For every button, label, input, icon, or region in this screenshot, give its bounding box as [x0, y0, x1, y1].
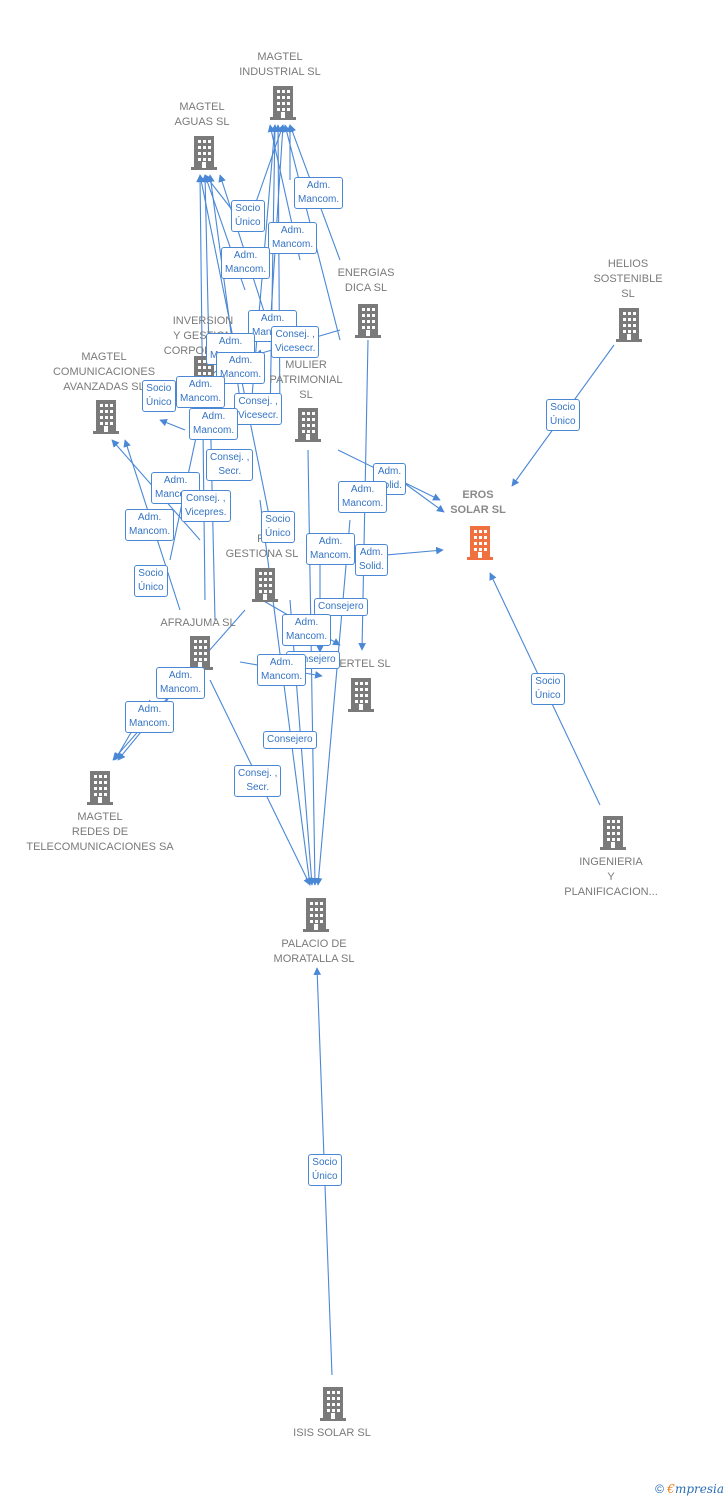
footer-credit: © €mpresia	[655, 1482, 724, 1496]
relationship-label: Adm. Mancom.	[156, 667, 206, 699]
relationship-label: Adm. Mancom.	[338, 481, 388, 513]
relationship-label: Socio Único	[142, 380, 176, 412]
building-icon[interactable]	[465, 524, 495, 560]
company-name[interactable]: HELIOS SOSTENIBLE SL	[593, 258, 663, 300]
relationship-label: Consejero	[263, 731, 317, 749]
company-name[interactable]: MAGTEL INDUSTRIAL SL	[239, 51, 321, 78]
company-name[interactable]: EROS SOLAR SL	[450, 489, 506, 516]
edge-line	[259, 499, 313, 886]
company-name[interactable]: ERTEL SL	[339, 658, 391, 670]
relationship-label: Socio Único	[531, 673, 565, 705]
relationship-label: Socio Único	[308, 1154, 342, 1186]
relationship-label: Adm. Mancom.	[216, 352, 266, 384]
relationship-label: Socio Único	[231, 200, 265, 232]
relationship-label: Adm. Mancom.	[221, 247, 271, 279]
relationship-label: Adm. Mancom.	[125, 701, 175, 733]
relationship-label: Adm. Mancom.	[189, 408, 239, 440]
relationship-label: Adm. Mancom.	[268, 222, 318, 254]
brand-logo[interactable]: €mpresia	[667, 1482, 724, 1496]
building-icon[interactable]	[91, 398, 121, 434]
relationship-label: Socio Único	[134, 565, 168, 597]
relationship-label: Consejero	[314, 598, 368, 616]
building-icon[interactable]	[353, 302, 383, 338]
relationship-label: Adm. Solid.	[355, 544, 389, 576]
relationship-label: Consej. , Secr.	[234, 765, 282, 797]
company-name[interactable]: INGENIERIA Y PLANIFICACION...	[564, 856, 658, 898]
company-name[interactable]: PALACIO DE MORATALLA SL	[273, 938, 355, 965]
building-icon[interactable]	[293, 406, 323, 442]
building-icon[interactable]	[85, 769, 115, 805]
relationship-label: Adm. Mancom.	[176, 376, 226, 408]
building-icon[interactable]	[614, 306, 644, 342]
relationship-label: Socio Único	[261, 511, 295, 543]
relationship-label: Adm. Mancom.	[294, 177, 344, 209]
building-icon[interactable]	[346, 676, 376, 712]
relationship-label: Consej. , Vicesecr.	[271, 326, 320, 358]
edge-line	[274, 124, 282, 421]
edge-line	[269, 124, 279, 421]
relationship-label: Adm. Mancom.	[282, 614, 332, 646]
company-name[interactable]: MAGTEL AGUAS SL	[174, 101, 230, 128]
relationship-label: Consej. , Secr.	[206, 449, 254, 481]
relationship-label: Adm. Mancom.	[257, 654, 307, 686]
building-icon[interactable]	[268, 84, 298, 120]
company-name[interactable]: ENERGIAS DICA SL	[337, 267, 395, 294]
relationship-label: Socio Único	[546, 399, 580, 431]
edge-line	[399, 479, 445, 513]
building-icon[interactable]	[250, 566, 280, 602]
edge-line	[314, 519, 351, 886]
company-name[interactable]: MULIER PATRIMONIAL SL	[269, 359, 343, 401]
building-icon[interactable]	[598, 814, 628, 850]
company-name[interactable]: MAGTEL REDES DE TELECOMUNICACIONES SA	[26, 811, 174, 853]
copyright-symbol: ©	[655, 1482, 664, 1496]
company-name[interactable]: AFRAJUMA SL	[160, 617, 236, 629]
edge-line	[159, 418, 186, 431]
relationship-label: Adm. Mancom.	[306, 533, 356, 565]
relationship-label: Consej. , Vicesecr.	[234, 393, 283, 425]
building-icon[interactable]	[185, 634, 215, 670]
company-name[interactable]: ISIS SOLAR SL	[293, 1427, 371, 1439]
company-name[interactable]: MAGTEL COMUNICACIONES AVANZADAS SL	[52, 351, 156, 393]
building-icon[interactable]	[189, 134, 219, 170]
building-icon[interactable]	[301, 896, 331, 932]
relationship-label: Adm. Mancom.	[125, 509, 175, 541]
building-icon[interactable]	[318, 1385, 348, 1421]
relationship-label: Consej. , Vicepres.	[181, 490, 231, 522]
